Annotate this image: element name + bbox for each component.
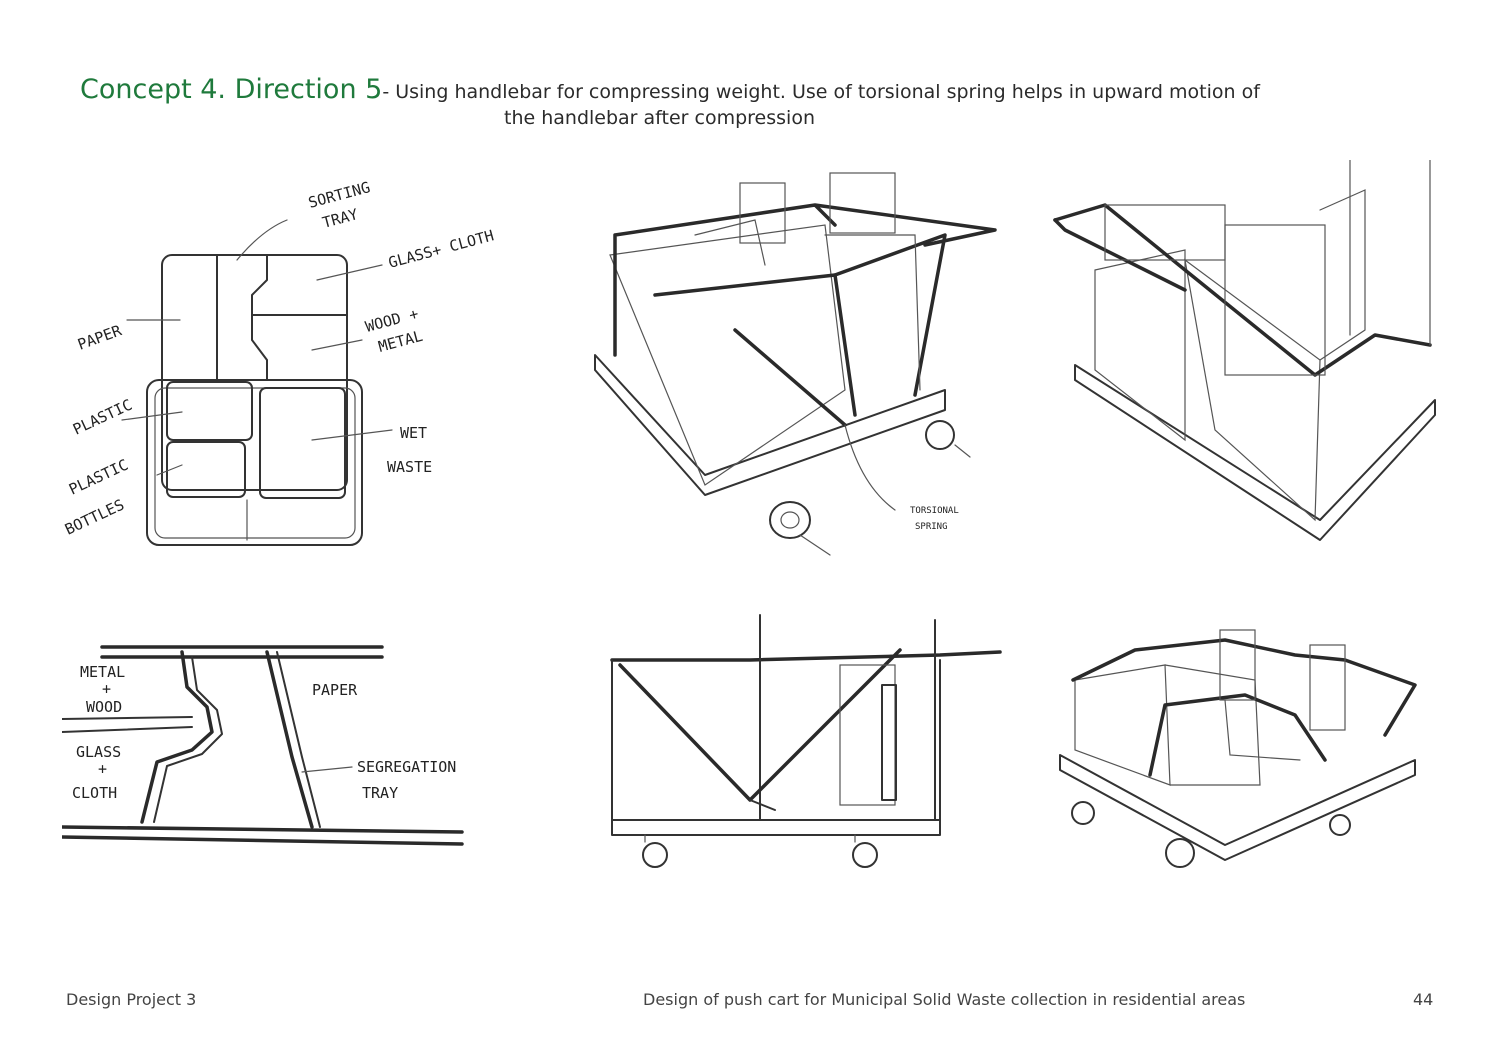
- label-plastic-bottles-1: PLASTIC: [66, 456, 131, 499]
- footer-center: Design of push cart for Municipal Solid …: [643, 990, 1246, 1009]
- sketch-top-view: SORTING TRAY GLASS+ CLOTH PAPER WOOD + M…: [62, 160, 552, 570]
- label-tray-2: TRAY: [362, 784, 398, 802]
- label-wet: WET: [400, 424, 427, 442]
- label-segregation: SEGREGATION: [357, 758, 456, 776]
- concept-title: Concept 4. Direction 5: [80, 74, 383, 105]
- label-spring: SPRING: [915, 522, 948, 532]
- sketch-cart-open-top: [1055, 625, 1430, 890]
- sketch-segregation-tray: METAL + WOOD GLASS + CLOTH PAPER SEGREGA…: [62, 632, 532, 862]
- page-number: 44: [1413, 990, 1434, 1009]
- concept-description-line1: - Using handlebar for compressing weight…: [382, 81, 1260, 103]
- page-header: Concept 4. Direction 5- Using handlebar …: [80, 74, 1280, 129]
- footer-left: Design Project 3: [66, 990, 197, 1009]
- label-wood: WOOD: [86, 698, 122, 716]
- label-metal: METAL: [80, 663, 125, 681]
- label-plus-2: +: [98, 760, 107, 778]
- label-plus-1: +: [102, 680, 111, 698]
- label-paper-tray: PAPER: [312, 681, 358, 699]
- sketch-cart-side-view: [600, 610, 1010, 890]
- label-plastic: PLASTIC: [70, 396, 135, 439]
- label-waste: WASTE: [387, 458, 432, 476]
- label-glass: GLASS: [76, 743, 121, 761]
- concept-description-line2: the handlebar after compression: [504, 107, 815, 129]
- label-cloth: CLOTH: [72, 784, 117, 802]
- label-paper: PAPER: [75, 321, 124, 354]
- sketch-cart-perspective-front: TORSIONAL SPRING: [585, 165, 1005, 565]
- label-plastic-bottles-2: BOTTLES: [62, 496, 127, 539]
- sketch-cart-perspective-rear: [1045, 160, 1440, 570]
- label-tray: TRAY: [320, 205, 360, 232]
- label-torsional: TORSIONAL: [910, 506, 959, 516]
- label-glass-cloth: GLASS+ CLOTH: [386, 226, 495, 271]
- label-sorting: SORTING: [306, 178, 372, 212]
